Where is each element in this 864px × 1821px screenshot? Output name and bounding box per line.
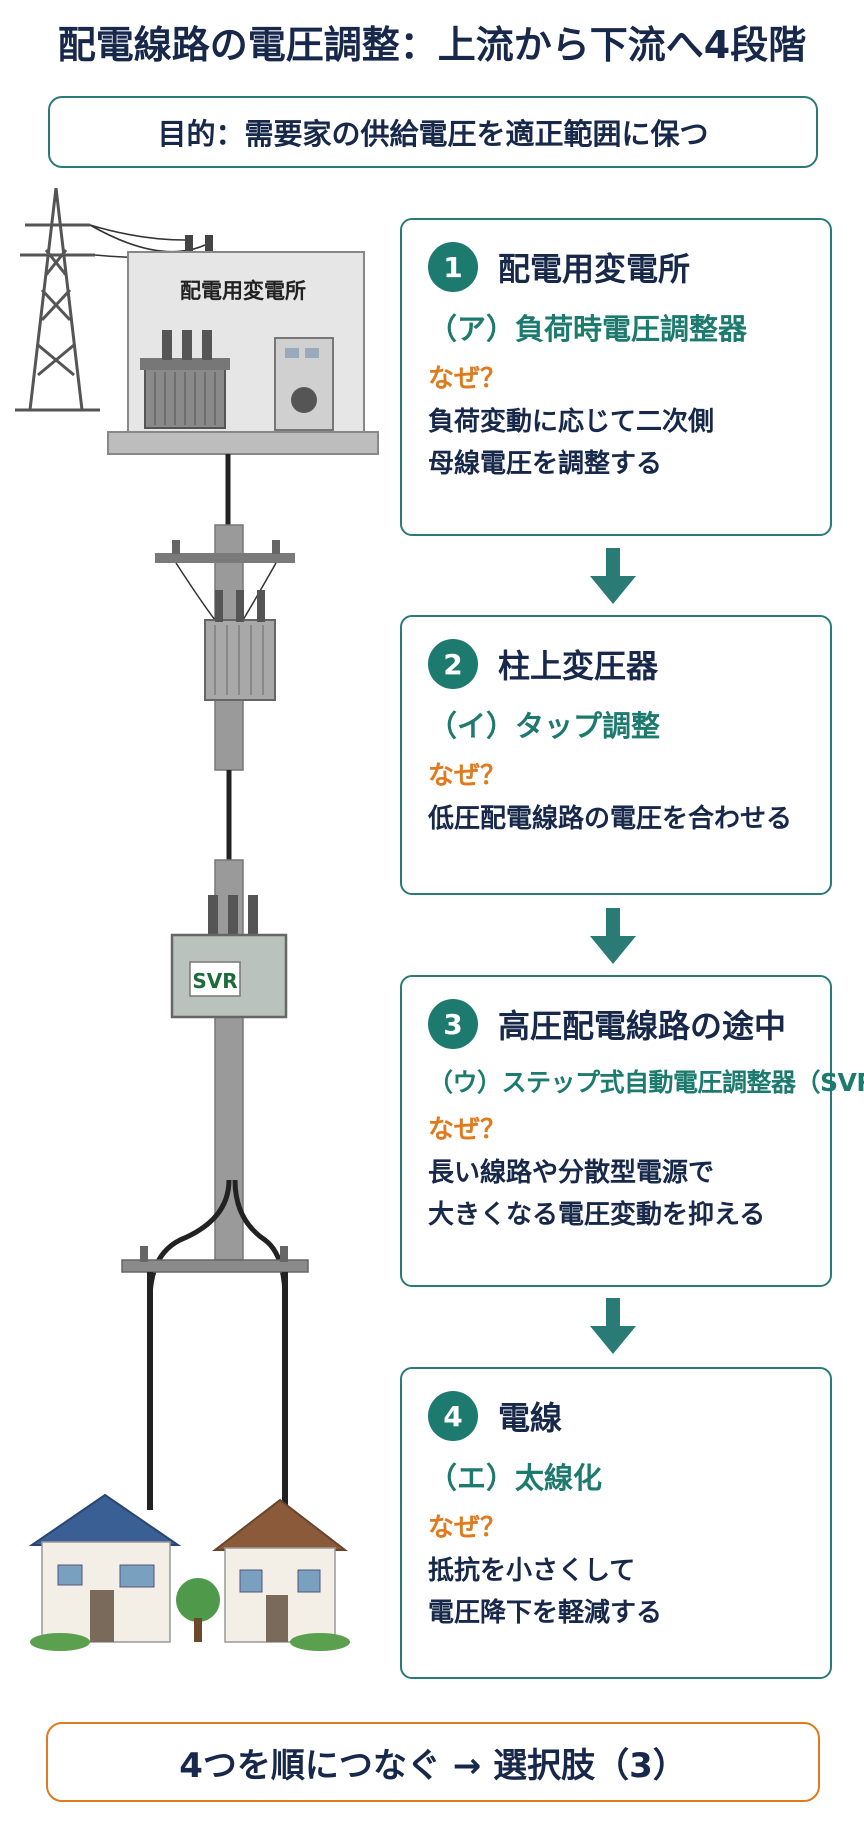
step-why-1: なぜ？ — [428, 364, 507, 394]
step-why-3: なぜ？ — [428, 1115, 507, 1145]
substation-label: 配電用変電所 — [180, 279, 306, 303]
step-number-1: 1 — [428, 242, 478, 292]
step-device-2: （イ）タップ調整 — [428, 709, 661, 743]
step-reason-1: 負荷変動に応じて二次側 母線電圧を調整する — [428, 407, 715, 479]
step-card-3: 3 高圧配電線路の途中 （ウ）ステップ式自動電圧調整器（SVR） なぜ？ 長い線… — [400, 975, 864, 1287]
step-location-1: 配電用変電所 — [498, 250, 691, 288]
down-arrow-icon — [590, 548, 636, 604]
svr-icon: SVR — [170, 895, 288, 1019]
step-location-2: 柱上変圧器 — [498, 647, 659, 685]
step-why-4: なぜ？ — [428, 1513, 507, 1543]
step-number-2: 2 — [428, 639, 478, 689]
step-device-1: （ア）負荷時電圧調整器 — [428, 312, 748, 346]
down-arrow-icon — [590, 908, 636, 964]
house-blue-icon — [28, 1493, 182, 1643]
house-brown-icon — [212, 1498, 348, 1643]
step-card-4: 4 電線 （エ）太線化 なぜ？ 抵抗を小さくして 電圧降下を軽減する — [400, 1367, 832, 1679]
purpose-box: 目的：需要家の供給電圧を適正範囲に保つ — [48, 96, 818, 168]
step-number-3: 3 — [428, 999, 478, 1049]
step-why-2: なぜ？ — [428, 761, 507, 791]
step-device-4: （エ）太線化 — [428, 1461, 603, 1495]
step-card-1: 1 配電用変電所 （ア）負荷時電圧調整器 なぜ？ 負荷変動に応じて二次側 母線電… — [400, 218, 832, 536]
down-arrow-icon — [590, 1298, 636, 1354]
svr-label: SVR — [192, 969, 237, 993]
step-number-4: 4 — [428, 1391, 478, 1441]
step-reason-4: 抵抗を小さくして 電圧降下を軽減する — [428, 1556, 663, 1628]
pole-transformer-icon — [204, 590, 276, 701]
step-reason-2: 低圧配電線路の電圧を合わせる — [428, 804, 793, 834]
step-card-2: 2 柱上変圧器 （イ）タップ調整 なぜ？ 低圧配電線路の電圧を合わせる — [400, 615, 832, 895]
transmission-tower-icon — [15, 187, 100, 412]
tree-icon — [176, 1578, 220, 1642]
step-device-3: （ウ）ステップ式自動電圧調整器（SVR） — [428, 1068, 864, 1097]
step-location-4: 電線 — [498, 1399, 563, 1437]
conclusion-box: 4つを順につなぐ → 選択肢（3） — [46, 1722, 820, 1802]
page-title: 配電線路の電圧調整：上流から下流へ4段階 — [57, 23, 807, 67]
distribution-illustration: 配電用変電所 — [15, 187, 379, 1651]
substation-building-icon: 配電用変電所 — [107, 235, 379, 455]
step-location-3: 高圧配電線路の途中 — [498, 1007, 787, 1045]
step-reason-3: 長い線路や分散型電源で 大きくなる電圧変動を抑える — [428, 1158, 766, 1230]
